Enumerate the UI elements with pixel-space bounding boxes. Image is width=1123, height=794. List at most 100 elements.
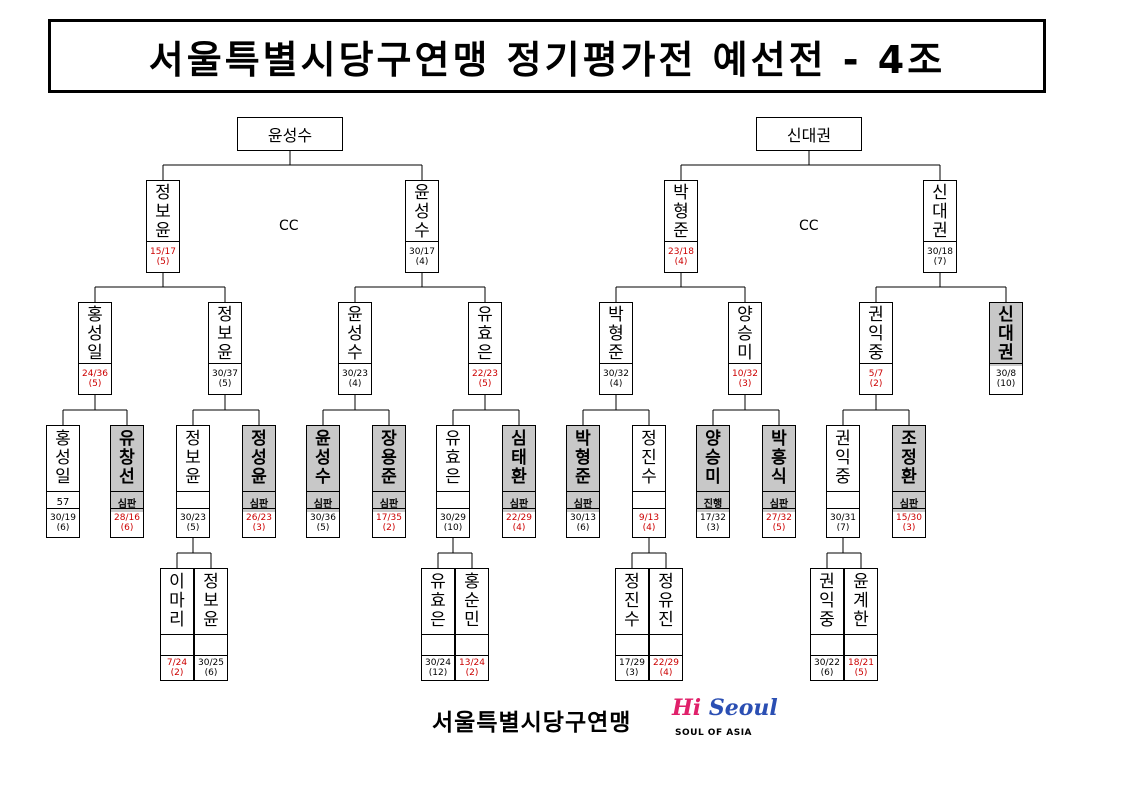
match-status: 심판	[567, 491, 599, 512]
group-winner-label: 윤성수	[237, 117, 343, 151]
rank-value: (3)	[252, 523, 266, 533]
name-char: 익	[819, 591, 835, 611]
name-char: 정	[901, 448, 917, 468]
name-char: 정	[155, 183, 171, 203]
score-value: 30/13	[570, 513, 596, 523]
match-score: 17/29(3)	[616, 655, 648, 680]
match-score: 28/16(6)	[111, 508, 143, 537]
match-score: 15/17(5)	[147, 241, 179, 272]
name-char: 대	[932, 202, 948, 222]
name-char: 유	[445, 429, 461, 449]
match-status: 심판	[111, 491, 143, 512]
score-value: 22/23	[472, 369, 498, 379]
group-winner-label: 신대권	[756, 117, 862, 151]
name-char: 유	[430, 572, 446, 592]
score-value: 30/19	[50, 513, 76, 523]
name-char: 준	[673, 221, 689, 241]
name-char: 윤	[217, 343, 233, 363]
name-char: 익	[868, 324, 884, 344]
score-value: 30/31	[830, 513, 856, 523]
score-value: 18/21	[848, 658, 874, 668]
rank-value: (5)	[88, 379, 102, 389]
score-value: 23/18	[668, 247, 694, 257]
name-char: 미	[737, 343, 753, 363]
name-char: 마	[169, 591, 185, 611]
score-value: 30/36	[310, 513, 336, 523]
rank-value: (7)	[933, 257, 947, 267]
name-char: 성	[87, 324, 103, 344]
rank-value: (6)	[56, 523, 70, 533]
name-char: 윤	[185, 467, 201, 487]
logo-seoul: Seoul	[701, 695, 778, 721]
rank-value: (5)	[772, 523, 786, 533]
name-char: 정	[203, 572, 219, 592]
name-char: 정	[641, 429, 657, 449]
name-char: 익	[835, 448, 851, 468]
name-char: 홍	[55, 429, 71, 449]
name-char: 성	[251, 448, 267, 468]
match-status	[827, 491, 859, 512]
match-score: 30/19(6)	[47, 508, 79, 537]
name-char: 신	[932, 183, 948, 203]
name-char: 권	[998, 343, 1014, 363]
name-char: 일	[87, 343, 103, 363]
name-char: 태	[511, 448, 527, 468]
rank-value: (3)	[706, 523, 720, 533]
name-char: 용	[381, 448, 397, 468]
name-char: 조	[901, 429, 917, 449]
name-char: 윤	[155, 221, 171, 241]
match-status	[437, 491, 469, 512]
name-char: 중	[868, 343, 884, 363]
score-value: 7/24	[166, 658, 188, 668]
rank-value: (4)	[674, 257, 688, 267]
match-score: 22/29(4)	[650, 655, 682, 680]
match-status: 심판	[243, 491, 275, 512]
score-value: 30/17	[409, 247, 435, 257]
name-char: 권	[835, 429, 851, 449]
score-value: 10/32	[732, 369, 758, 379]
rank-value: (12)	[428, 668, 448, 678]
match-score: 23/18(4)	[665, 241, 697, 272]
match-score: 30/37(5)	[209, 363, 241, 394]
score-value: 17/35	[376, 513, 402, 523]
match-status	[811, 634, 843, 659]
name-char: 진	[641, 448, 657, 468]
name-char: 은	[445, 467, 461, 487]
match-score: 17/32(3)	[697, 508, 729, 537]
match-score: 30/23(5)	[177, 508, 209, 537]
score-value: 30/25	[198, 658, 224, 668]
score-value: 30/23	[342, 369, 368, 379]
name-char: 준	[381, 467, 397, 487]
cc-label: CC	[799, 218, 819, 234]
match-score: 24/36(5)	[79, 363, 111, 394]
name-char: 진	[624, 591, 640, 611]
rank-value: (3)	[902, 523, 916, 533]
page-title: 서울특별시당구연맹 정기평가전 예선전 - 4조	[48, 19, 1046, 93]
name-char: 중	[819, 610, 835, 630]
match-score: 30/31(7)	[827, 508, 859, 537]
match-score: 30/18(7)	[924, 241, 956, 272]
name-char: 유	[477, 305, 493, 325]
score-value: 30/22	[814, 658, 840, 668]
name-char: 순	[464, 591, 480, 611]
